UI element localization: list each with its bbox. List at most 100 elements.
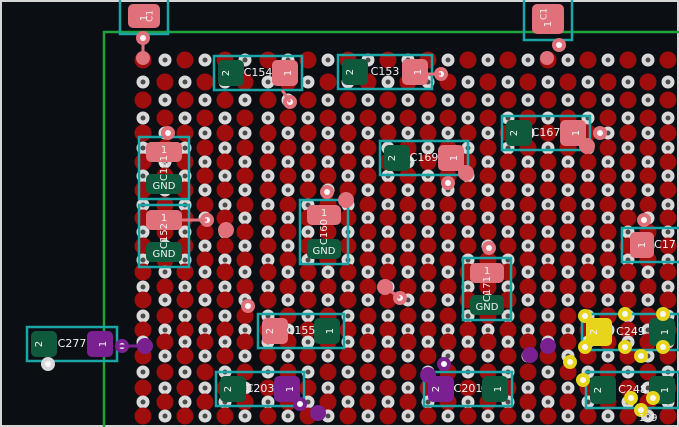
via-red xyxy=(339,263,357,281)
via-white xyxy=(238,126,252,140)
via-red xyxy=(659,237,677,255)
via-white xyxy=(261,111,275,125)
via-white xyxy=(158,349,172,363)
via-white xyxy=(521,183,535,197)
via-red xyxy=(479,223,497,241)
via-white xyxy=(261,280,275,294)
via-pad xyxy=(579,138,595,154)
via-red xyxy=(659,407,677,425)
pad-1 xyxy=(470,263,504,283)
via-red xyxy=(279,167,297,185)
via-red xyxy=(216,209,234,227)
via-red xyxy=(339,407,357,425)
via-white xyxy=(441,53,455,67)
via-white xyxy=(401,93,415,107)
via-ring xyxy=(634,349,648,363)
via-red xyxy=(419,321,437,339)
via-white xyxy=(158,409,172,423)
via-red xyxy=(419,153,437,171)
via-white xyxy=(238,211,252,225)
capacitor-top-right[interactable]: 1C1 xyxy=(522,0,574,42)
via-red xyxy=(379,407,397,425)
via-red xyxy=(619,124,637,142)
via-red xyxy=(499,407,517,425)
via-red xyxy=(339,347,357,365)
via-white xyxy=(421,309,435,323)
via-red xyxy=(419,263,437,281)
via-red xyxy=(156,363,174,381)
via-ring xyxy=(136,31,150,45)
pad-1 xyxy=(87,331,113,357)
via-white xyxy=(381,309,395,323)
pad-2 xyxy=(220,376,246,402)
via-white xyxy=(461,280,475,294)
via-red xyxy=(639,139,657,157)
via-red xyxy=(579,51,597,69)
via-red xyxy=(196,251,214,269)
pin-2-label: GND xyxy=(153,249,176,260)
via-red xyxy=(259,91,277,109)
via-red xyxy=(419,291,437,309)
via-white xyxy=(601,155,615,169)
pin-1-label: 1 xyxy=(139,15,150,21)
via-red xyxy=(196,333,214,351)
pin-2-label: GND xyxy=(476,302,499,313)
via-red xyxy=(539,291,557,309)
via-red xyxy=(639,278,657,296)
via-red xyxy=(339,379,357,397)
via-red xyxy=(379,291,397,309)
via-white xyxy=(661,111,675,125)
via-white xyxy=(238,155,252,169)
pin-1-label: 1 xyxy=(161,213,167,224)
via-white xyxy=(218,169,232,183)
via-red xyxy=(659,181,677,199)
via-white xyxy=(541,198,555,212)
pin-2-label: 2 xyxy=(509,130,520,136)
via-ring xyxy=(618,340,632,354)
via-white xyxy=(401,126,415,140)
via-red xyxy=(379,237,397,255)
via-ring xyxy=(482,241,496,255)
via-red xyxy=(279,196,297,214)
via-red xyxy=(499,209,517,227)
via-red xyxy=(299,51,317,69)
via-white xyxy=(361,409,375,423)
via-red xyxy=(559,167,577,185)
via-red xyxy=(559,251,577,269)
via-red xyxy=(659,209,677,227)
via-ring xyxy=(656,340,670,354)
via-white xyxy=(218,280,232,294)
via-red xyxy=(236,251,254,269)
courtyard-outline xyxy=(500,114,592,152)
pad-2 xyxy=(342,59,368,85)
via-white xyxy=(218,253,232,267)
via-white xyxy=(361,265,375,279)
ref-designator: C160 xyxy=(319,219,330,245)
via-red xyxy=(176,124,194,142)
via-red xyxy=(479,109,497,127)
pad-2 xyxy=(384,145,410,171)
via-red xyxy=(319,278,337,296)
via-ring xyxy=(161,126,175,140)
via-red xyxy=(299,91,317,109)
via-white xyxy=(561,293,575,307)
via-red xyxy=(359,251,377,269)
pad-1 xyxy=(314,318,340,344)
via-white xyxy=(321,381,335,395)
via-red xyxy=(499,237,517,255)
